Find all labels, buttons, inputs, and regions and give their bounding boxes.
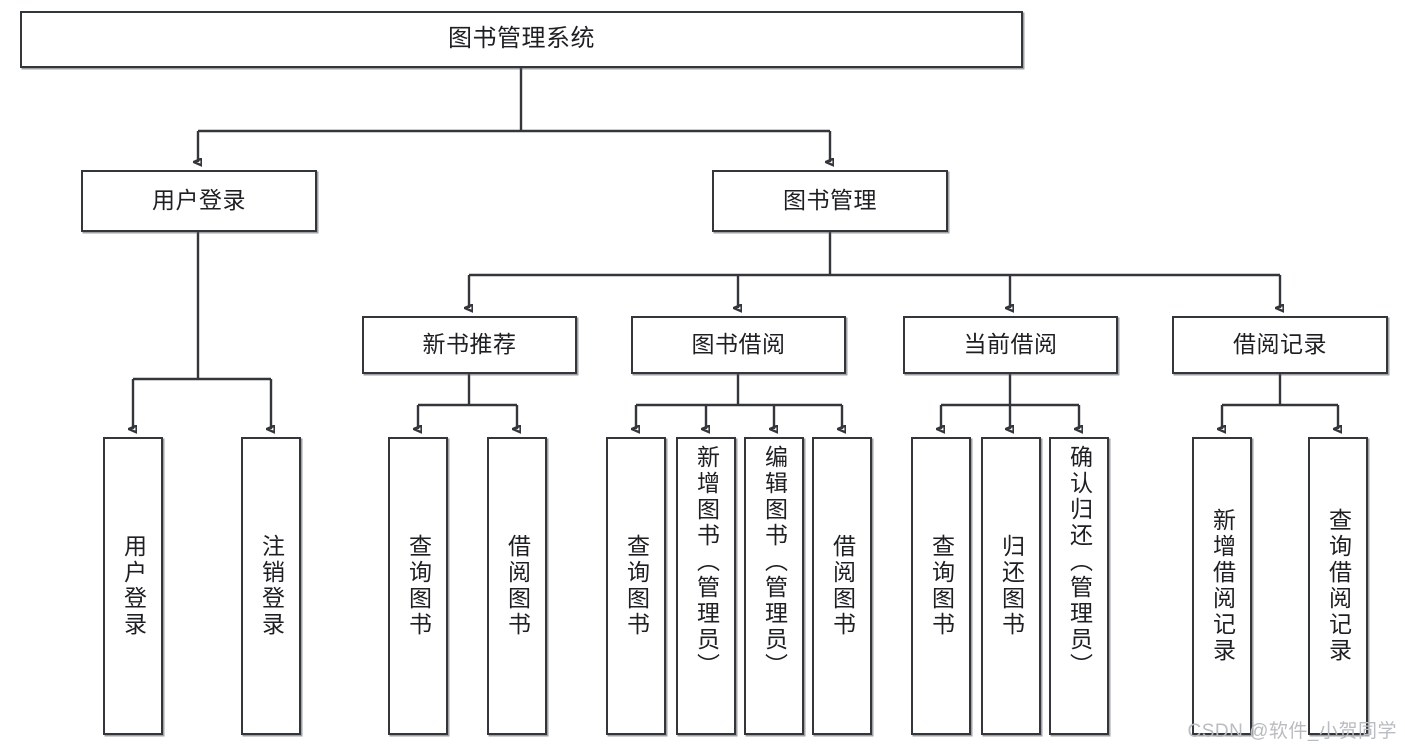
node-label: 当前借阅 bbox=[963, 331, 1058, 358]
node-label: 编辑图书（管理员） bbox=[761, 445, 788, 679]
node-label: 新增借阅记录 bbox=[1209, 508, 1236, 664]
node-label: 图书管理 bbox=[783, 187, 877, 214]
node-label: 新书推荐 bbox=[422, 331, 517, 358]
node-label: 用户登录 bbox=[152, 187, 246, 214]
node-label: 查询图书 bbox=[928, 534, 955, 638]
node-label: 借阅图书 bbox=[829, 534, 856, 638]
leaf-user-login-logout[interactable]: 注销登录 bbox=[241, 437, 301, 735]
leaf-borrow-add-book-admin[interactable]: 新增图书（管理员） bbox=[676, 437, 736, 735]
node-label: 查询图书 bbox=[405, 534, 432, 638]
node-new-book-recommend[interactable]: 新书推荐 bbox=[362, 316, 577, 374]
leaf-current-return-book[interactable]: 归还图书 bbox=[981, 437, 1041, 735]
leaf-recommend-query-book[interactable]: 查询图书 bbox=[388, 437, 448, 735]
node-label: 用户登录 bbox=[120, 534, 147, 638]
node-label: 查询借阅记录 bbox=[1325, 508, 1352, 664]
leaf-current-confirm-return-admin[interactable]: 确认归还（管理员） bbox=[1049, 437, 1109, 735]
node-root-system[interactable]: 图书管理系统 bbox=[20, 11, 1023, 68]
leaf-record-add-record[interactable]: 新增借阅记录 bbox=[1192, 437, 1252, 735]
node-book-borrow[interactable]: 图书借阅 bbox=[631, 316, 846, 374]
node-label: 借阅图书 bbox=[504, 534, 531, 638]
leaf-borrow-borrow-book[interactable]: 借阅图书 bbox=[812, 437, 872, 735]
node-label: 借阅记录 bbox=[1233, 331, 1327, 358]
leaf-record-query-record[interactable]: 查询借阅记录 bbox=[1308, 437, 1368, 735]
leaf-recommend-borrow-book[interactable]: 借阅图书 bbox=[487, 437, 547, 735]
node-label: 注销登录 bbox=[258, 534, 285, 638]
node-borrow-record[interactable]: 借阅记录 bbox=[1172, 316, 1388, 374]
csdn-watermark: CSDN @软件_小贺同学 bbox=[1187, 721, 1397, 742]
leaf-user-login-do-login[interactable]: 用户登录 bbox=[103, 437, 163, 735]
node-book-management[interactable]: 图书管理 bbox=[712, 170, 948, 232]
node-label: 确认归还（管理员） bbox=[1066, 445, 1093, 679]
node-label: 图书借阅 bbox=[691, 331, 786, 358]
node-user-login[interactable]: 用户登录 bbox=[81, 170, 317, 232]
leaf-current-query-book[interactable]: 查询图书 bbox=[911, 437, 971, 735]
node-label: 图书管理系统 bbox=[448, 25, 595, 53]
node-current-borrow[interactable]: 当前借阅 bbox=[903, 316, 1118, 374]
leaf-borrow-edit-book-admin[interactable]: 编辑图书（管理员） bbox=[744, 437, 804, 735]
node-label: 查询图书 bbox=[623, 534, 650, 638]
leaf-borrow-query-book[interactable]: 查询图书 bbox=[606, 437, 666, 735]
node-label: 新增图书（管理员） bbox=[693, 445, 720, 679]
node-label: 归还图书 bbox=[998, 534, 1025, 638]
